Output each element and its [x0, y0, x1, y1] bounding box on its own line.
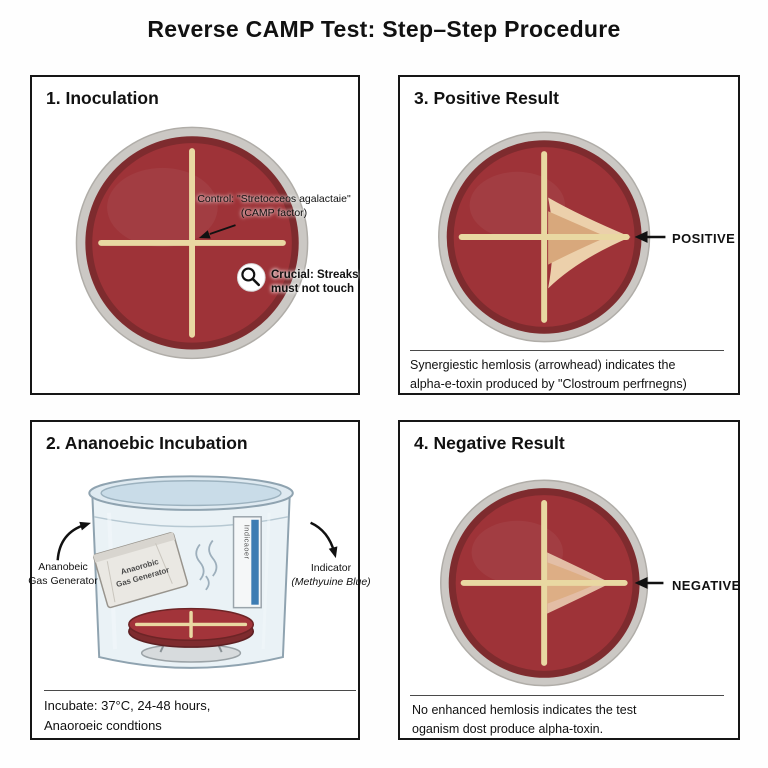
panel-inoculation: 1. Inoculation [30, 75, 360, 395]
positive-pointer-arrow [634, 231, 666, 243]
panel-positive-result: 3. Positive Result [398, 75, 740, 395]
control-pointer-arrow [198, 224, 236, 239]
panel-grid: 1. Inoculation [28, 75, 740, 740]
right-curved-arrow [310, 521, 338, 559]
control-annotation-line-2: (CAMP factor) [240, 206, 308, 219]
steam-squiggles [195, 539, 218, 591]
panel-negative-title: 4. Negative Result [414, 433, 565, 453]
negative-caption-line-2: oganism dost produce alpha-toxin. [412, 721, 604, 736]
indicator-label-line-1: Indicator [310, 562, 352, 574]
negative-caption-line-1: No enhanced hemlosis indicates the test [412, 703, 637, 717]
streaks [98, 148, 286, 338]
incubation-caption-line-2: Anaoroeic condtions [44, 717, 162, 733]
incubation-caption-line-1: Incubate: 37°C, 24-48 hours, [44, 698, 211, 713]
positive-caption-line-2: alpha-e-toxin produced by "Clostroum per… [410, 376, 687, 391]
gas-generator-label: Ananobeic Gas Generator [24, 561, 102, 588]
anaerobic-jar-illustration: Anaorobic Gas Generator Indicaoer [56, 475, 338, 669]
gas-generator-packet: Anaorobic Gas Generator [93, 532, 189, 609]
indicator-strip-label: Indicaoer [242, 525, 251, 560]
caption-divider [410, 350, 724, 351]
positive-label: POSITIVE [672, 231, 736, 246]
panel-incubation-title: 2. Ananoebic Incubation [46, 433, 248, 453]
control-annotation: Control: "Stretocceos agalactaie" (CAMP … [190, 193, 358, 220]
panel-positive-title: 3. Positive Result [414, 88, 559, 108]
streaks [460, 500, 628, 666]
positive-plate-illustration [438, 131, 666, 343]
crucial-annotation-line-2: must not touch [271, 283, 355, 296]
indicator-strip: Indicaoer [232, 516, 262, 609]
page-title: Reverse CAMP Test: Step–Step Procedure [147, 16, 621, 42]
indicator-label-line-2: (Methyuine Blue) [291, 575, 371, 588]
negative-label: NEGATIVE [672, 577, 741, 593]
control-annotation-line-1: Control: "Stretocceos agalactaie" [197, 193, 351, 205]
petri-dish-on-stand [128, 607, 255, 663]
gas-generator-label-line-1: Ananobeic [38, 561, 88, 573]
indicator-label: Indicator (Methyuine Blue) [287, 562, 375, 589]
crucial-annotation: Crucial: Streaks must not touch [271, 268, 367, 297]
inoculation-plate-illustration [75, 126, 309, 360]
caption-divider [44, 690, 356, 691]
positive-caption-line-1: Synergiestic hemlosis (arrowhead) indica… [410, 358, 676, 372]
gas-generator-label-line-2: Gas Generator [28, 574, 98, 587]
magnifier-icon [236, 263, 266, 292]
left-curved-arrow [56, 521, 91, 561]
incubation-caption: Incubate: 37°C, 24-48 hours, Anaoroeic c… [44, 696, 354, 735]
negative-caption: No enhanced hemlosis indicates the test … [412, 701, 730, 739]
caption-divider [410, 695, 724, 696]
crucial-annotation-line-1: Crucial: Streaks [271, 269, 359, 281]
negative-pointer-arrow [634, 577, 664, 589]
panel-inoculation-title: 1. Inoculation [46, 88, 159, 108]
streaks [458, 151, 630, 323]
panel-negative-result: 4. Negative Result [398, 420, 740, 740]
panel-anaerobic-incubation: 2. Ananoebic Incubation An [28, 420, 371, 740]
negative-plate-illustration [440, 479, 664, 687]
positive-caption: Synergiestic hemlosis (arrowhead) indica… [410, 356, 730, 394]
